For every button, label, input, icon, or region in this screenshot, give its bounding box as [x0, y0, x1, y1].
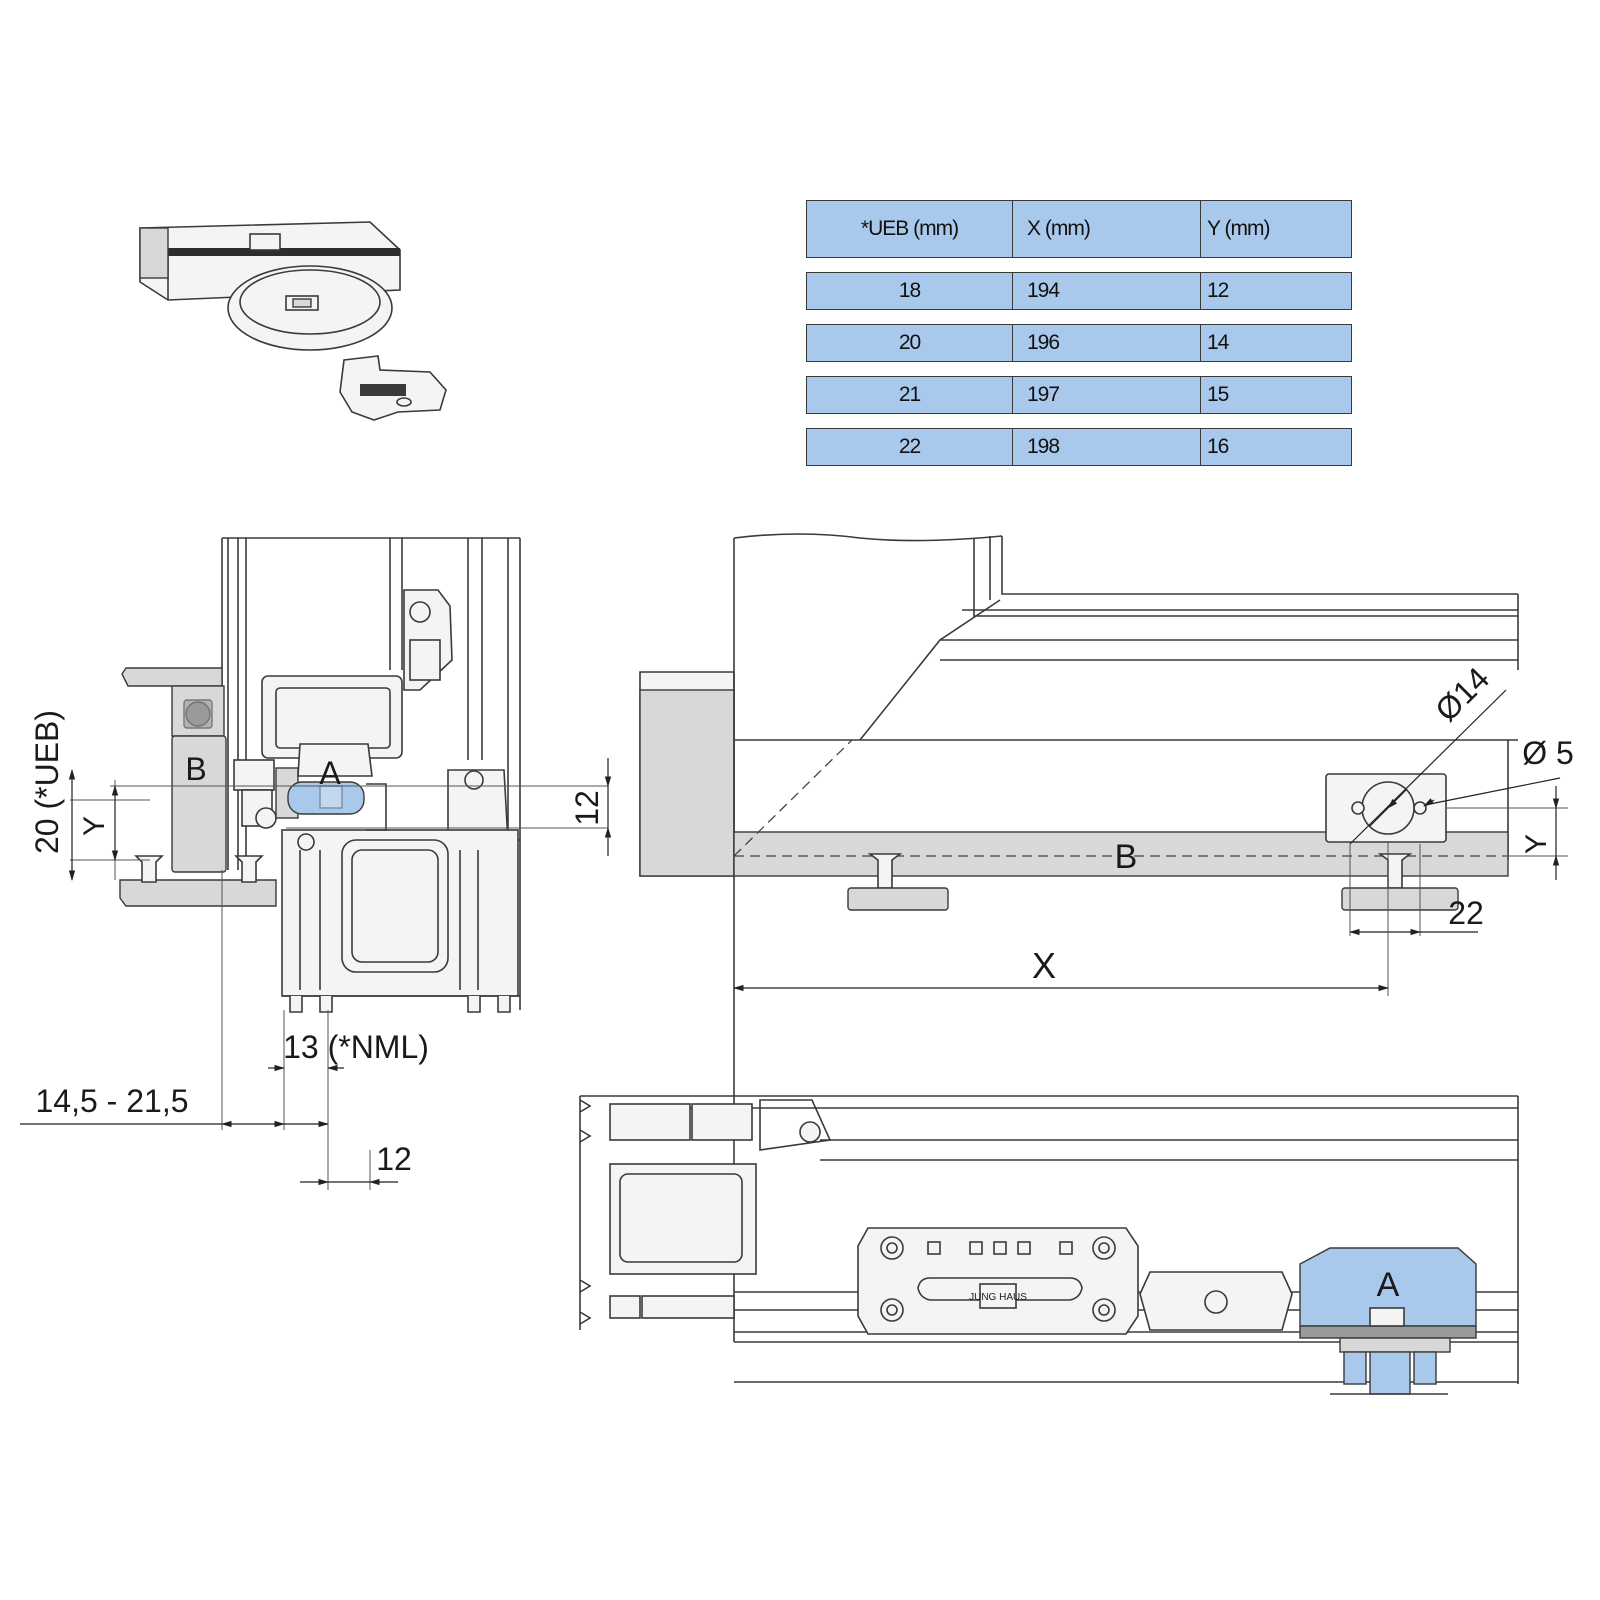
cell-x: 197 [1013, 377, 1201, 413]
table-row: 22 198 16 [806, 428, 1352, 466]
cell-ueb: 18 [807, 273, 1013, 309]
keeper-isometric [139, 221, 447, 421]
dim-d5-label: Ø 5 [1522, 735, 1574, 771]
cross-section-view: B A 20 (*UEB) Y 12 13 (*NML) 14,5 - 21,5… [20, 537, 612, 1190]
dim-ueb-label: 20 (*UEB) [29, 710, 65, 854]
cell-x: 196 [1013, 325, 1201, 361]
label-a: A [319, 755, 341, 791]
cell-ueb: 20 [807, 325, 1013, 361]
bottom-view: JUNG HAUS A [579, 1095, 1519, 1395]
dim-range-label: 14,5 - 21,5 [36, 1083, 189, 1119]
dim-nml-label: 13 (*NML) [283, 1029, 429, 1065]
label-b: B [185, 751, 206, 787]
dim-22-label: 22 [1448, 895, 1484, 931]
dim-d14-label: Ø14 [1428, 660, 1496, 728]
table-header-row: *UEB (mm) X (mm) Y (mm) [806, 200, 1352, 258]
dim-12-right-label: 12 [569, 790, 605, 826]
cell-y: 16 [1207, 435, 1229, 458]
cell-x: 194 [1013, 273, 1201, 309]
cell-ueb: 22 [807, 429, 1013, 465]
table-row: 18 194 12 [806, 272, 1352, 310]
manufacturer-logo: JUNG HAUS [969, 1292, 1027, 1303]
front-view: B Ø14 Ø 5 Y 22 X [639, 533, 1574, 1342]
cell-y: 15 [1207, 383, 1229, 406]
header-x: X (mm) [1013, 201, 1201, 257]
header-y: Y (mm) [1207, 217, 1270, 240]
cell-y: 12 [1207, 279, 1229, 302]
dim-x-label: X [1032, 945, 1056, 986]
dim-y-label: Y [78, 816, 111, 836]
bottom-label-a: A [1377, 1266, 1400, 1304]
front-label-b: B [1115, 838, 1138, 876]
cell-y: 14 [1207, 331, 1229, 354]
table-row: 20 196 14 [806, 324, 1352, 362]
dim-12-bottom-label: 12 [376, 1141, 412, 1177]
cell-ueb: 21 [807, 377, 1013, 413]
front-dim-y-label: Y [1520, 834, 1553, 854]
cell-x: 198 [1013, 429, 1201, 465]
header-ueb: *UEB (mm) [807, 201, 1013, 257]
table-row: 21 197 15 [806, 376, 1352, 414]
